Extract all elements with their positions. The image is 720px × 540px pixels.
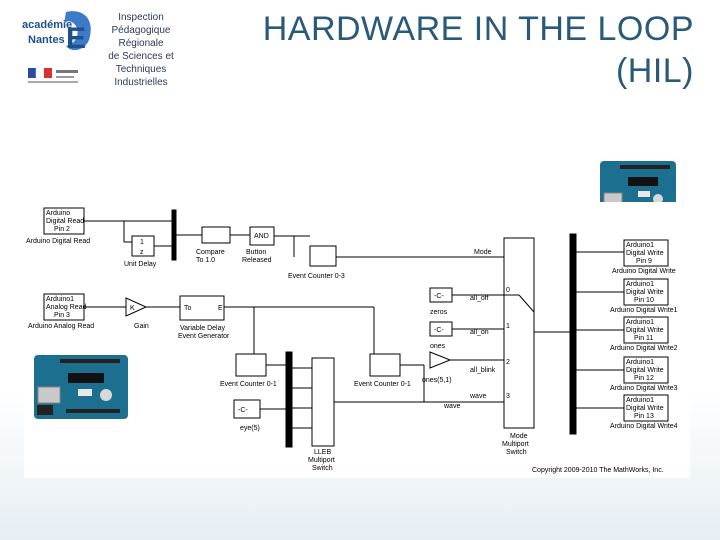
slide-title: HARDWARE IN THE LOOP (HIL) [263, 8, 694, 92]
output-block-line: Digital Write [626, 327, 664, 334]
compare-label: Compare [196, 249, 225, 256]
output-block-line: Arduino1 [626, 242, 654, 249]
lleb-label: LLEB [314, 449, 331, 456]
eye-val: -C- [238, 407, 248, 414]
lleb-label: Multiport [308, 457, 335, 464]
copyright: Copyright 2009-2010 The MathWorks, Inc. [532, 467, 664, 474]
gain-val: K [130, 305, 135, 312]
port-number: 1 [506, 323, 510, 330]
output-block-line: Pin 11 [634, 335, 653, 342]
output-block-line: Arduino1 [626, 359, 654, 366]
simulink-diagram: Arduino Digital Read Pin 2 Arduino Digit… [24, 202, 690, 478]
analog-read-label: Arduino Analog Read [28, 323, 94, 330]
ec01b-label: Event Counter 0-1 [354, 381, 411, 388]
title-line-1: HARDWARE IN THE LOOP [262, 10, 694, 48]
vde-port-right: E [218, 305, 223, 312]
analog-read-line: Analog Read [46, 304, 87, 311]
mode-switch-label: Switch [506, 449, 527, 456]
lleb-label: Switch [312, 465, 333, 472]
ec01-label: Event Counter 0-1 [220, 381, 277, 388]
output-block-line: Arduino1 [626, 281, 654, 288]
digital-read-label: Arduino Digital Read [26, 238, 90, 245]
output-block-line: Arduino1 [626, 319, 654, 326]
ones-val: -C- [434, 327, 444, 334]
signal-wave: wave [469, 393, 486, 400]
output-label: Arduino Digital Write2 [610, 345, 678, 352]
institution-line: Régionale [118, 38, 164, 49]
port-number: 3 [506, 393, 510, 400]
institution-line: Techniques [115, 64, 167, 75]
unit-delay-label: Unit Delay [124, 261, 157, 268]
digital-read-line: Pin 2 [54, 226, 70, 233]
output-block-line: Digital Write [626, 405, 664, 412]
button-label: Button [246, 249, 266, 256]
arduino-board-image [32, 351, 130, 428]
logo-text-nantes: Nantes [28, 34, 65, 46]
ones5-label: ones(5,1) [422, 377, 452, 384]
zeros-label: zeros [430, 309, 448, 316]
output-block-line: Pin 12 [634, 375, 654, 382]
output-label: Arduino Digital Write3 [610, 385, 678, 392]
vde-label: Variable Delay [180, 325, 226, 332]
unit-delay-val: 1 [140, 239, 144, 246]
output-label: Arduino Digital Write [612, 268, 676, 275]
signal-all-off: all_off [470, 295, 489, 302]
output-block-line: Digital Write [626, 250, 664, 257]
signal-mode: Mode [474, 249, 492, 256]
mode-switch-label: Mode [510, 433, 528, 440]
logo-text-academie: académie [22, 19, 72, 31]
output-label: Arduino Digital Write1 [610, 307, 678, 314]
title-line-2: (HIL) [615, 52, 694, 90]
port-number: 2 [506, 359, 510, 366]
republique-francaise-logo [28, 67, 78, 83]
and-label: AND [254, 233, 269, 240]
institution-text: Inspection Pédagogique Régionale de Scie… [100, 11, 182, 89]
output-block-line: Pin 9 [636, 258, 652, 265]
institution-line: Inspection [118, 12, 164, 23]
analog-read-line: Pin 3 [54, 312, 70, 319]
zeros-val: -C- [434, 293, 444, 300]
button-label: Released [242, 257, 272, 264]
compare-label: To 1.0 [196, 257, 215, 264]
signal-all-on: all_on [470, 329, 489, 336]
wave-label: wave [443, 403, 460, 410]
output-block-line: Arduino1 [626, 397, 654, 404]
analog-read-line: Arduino1 [46, 296, 74, 303]
port-number: 0 [506, 287, 510, 294]
academie-logo: académie Nantes E [20, 6, 98, 88]
institution-line: Industrielles [114, 77, 168, 88]
gain-label: Gain [134, 323, 149, 330]
digital-read-line: Digital Read [46, 218, 84, 225]
digital-read-line: Arduino [46, 210, 70, 217]
mode-switch-label: Multiport [502, 441, 529, 448]
eye-label: eye(5) [240, 425, 260, 432]
institution-line: de Sciences et [108, 51, 174, 62]
event-counter-03-label: Event Counter 0-3 [288, 273, 345, 280]
output-block-line: Pin 13 [634, 413, 654, 420]
output-block-line: Digital Write [626, 367, 664, 374]
svg-text:E: E [66, 22, 86, 55]
output-block-line: Digital Write [626, 289, 664, 296]
output-label: Arduino Digital Write4 [610, 423, 678, 430]
signal-all-blink: all_blink [470, 367, 496, 374]
vde-label: Event Generator [178, 333, 230, 340]
ones-label: ones [430, 343, 446, 350]
vde-port-left: To [184, 305, 192, 312]
institution-line: Pédagogique [111, 25, 171, 36]
unit-delay-val: z [140, 249, 144, 256]
output-block-line: Pin 10 [634, 297, 654, 304]
